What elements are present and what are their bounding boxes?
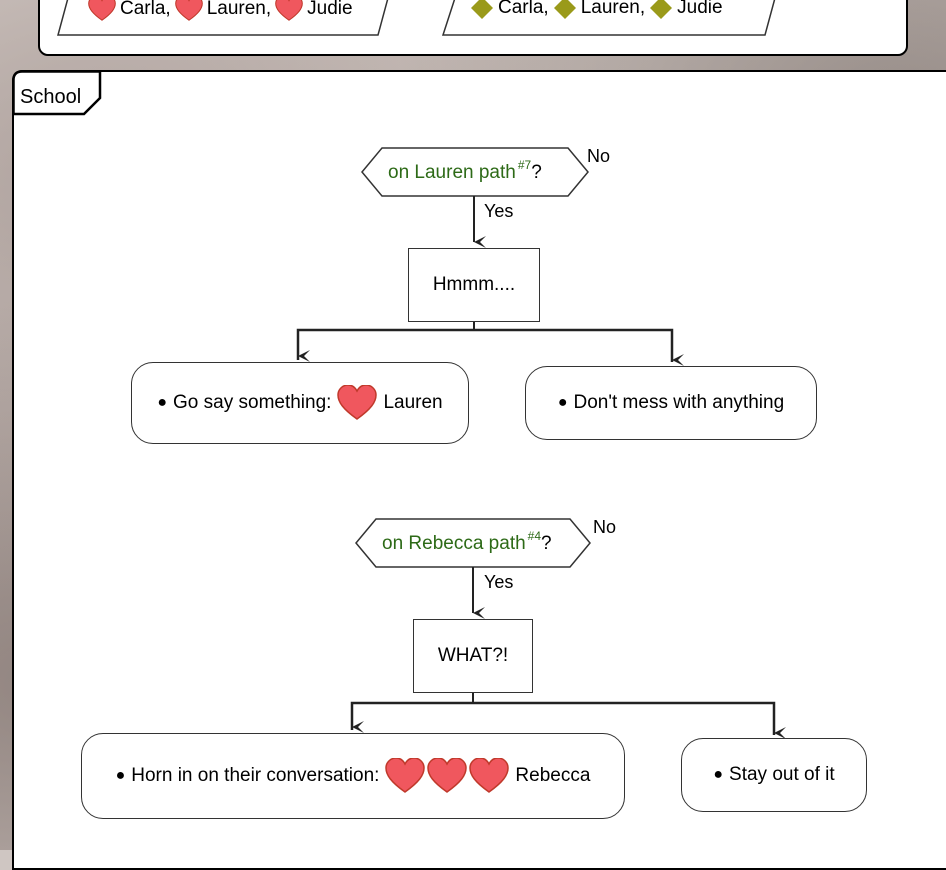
top-left-list: Carla, Lauren, Judie xyxy=(88,0,353,22)
diamond-icon xyxy=(650,0,673,19)
decision-diamond-1 xyxy=(361,147,589,197)
condition-ref: #4 xyxy=(527,529,542,543)
condition-text: on Lauren path xyxy=(388,162,516,183)
top-left-name-3: Judie xyxy=(307,0,353,19)
option-text: Horn in on their conversation: xyxy=(131,765,380,786)
diamond-icon xyxy=(553,0,576,19)
bullet-icon: ● xyxy=(557,394,568,411)
top-right-name-1: Carla, xyxy=(498,0,549,18)
school-title: School xyxy=(20,86,82,108)
condition-lauren-path: on Lauren path #7 ? xyxy=(388,158,542,184)
decision-diamond-2 xyxy=(355,518,591,568)
condition-question-mark: ? xyxy=(531,162,542,183)
option-stay-out[interactable]: ● Stay out of it xyxy=(681,738,867,812)
heart-icon xyxy=(337,385,378,420)
no-label: No xyxy=(587,146,611,166)
diamond-icon xyxy=(471,0,493,19)
heart-icon xyxy=(174,0,203,21)
option-text: Don't mess with anything xyxy=(573,392,785,413)
bullet-icon: ● xyxy=(713,766,724,783)
no-label: No xyxy=(593,517,617,537)
heart-icon xyxy=(275,0,303,21)
action-text: WHAT?! xyxy=(437,645,509,666)
top-right-name-2: Lauren, xyxy=(580,0,646,18)
option-target: Rebecca xyxy=(515,765,591,786)
top-right-list: Carla, Lauren, Judie xyxy=(470,0,723,20)
top-left-name-2: Lauren, xyxy=(206,0,272,19)
action-box: WHAT?! xyxy=(413,619,533,693)
flow-lines xyxy=(296,147,786,739)
option-text: Stay out of it xyxy=(729,764,835,785)
heart-icon xyxy=(469,758,510,793)
yes-label: Yes xyxy=(484,201,514,221)
condition-ref: #7 xyxy=(517,158,532,172)
action-box: Hmmm.... xyxy=(408,248,540,322)
condition-question-mark: ? xyxy=(541,533,552,554)
condition-text: on Rebecca path xyxy=(382,533,526,554)
top-left-name-1: Carla, xyxy=(120,0,171,19)
option-dont-mess[interactable]: ● Don't mess with anything xyxy=(525,366,817,440)
bullet-icon: ● xyxy=(115,767,126,784)
condition-rebecca-path: on Rebecca path #4 ? xyxy=(382,529,552,555)
option-target: Lauren xyxy=(383,392,443,413)
top-right-name-3: Judie xyxy=(677,0,723,18)
heart-icon xyxy=(385,758,426,793)
option-go-say-something[interactable]: ● Go say something: Lauren xyxy=(131,362,469,444)
bullet-icon: ● xyxy=(157,394,168,411)
option-text: Go say something: xyxy=(173,392,332,413)
hearts-group xyxy=(385,758,510,794)
action-text: Hmmm.... xyxy=(432,274,516,295)
hearts-group xyxy=(337,385,378,421)
heart-icon xyxy=(427,758,468,793)
heart-icon xyxy=(88,0,116,21)
option-horn-in[interactable]: ● Horn in on their conversation: Rebecca xyxy=(81,733,625,819)
yes-label: Yes xyxy=(484,572,514,592)
top-panel-shapes xyxy=(57,0,776,36)
